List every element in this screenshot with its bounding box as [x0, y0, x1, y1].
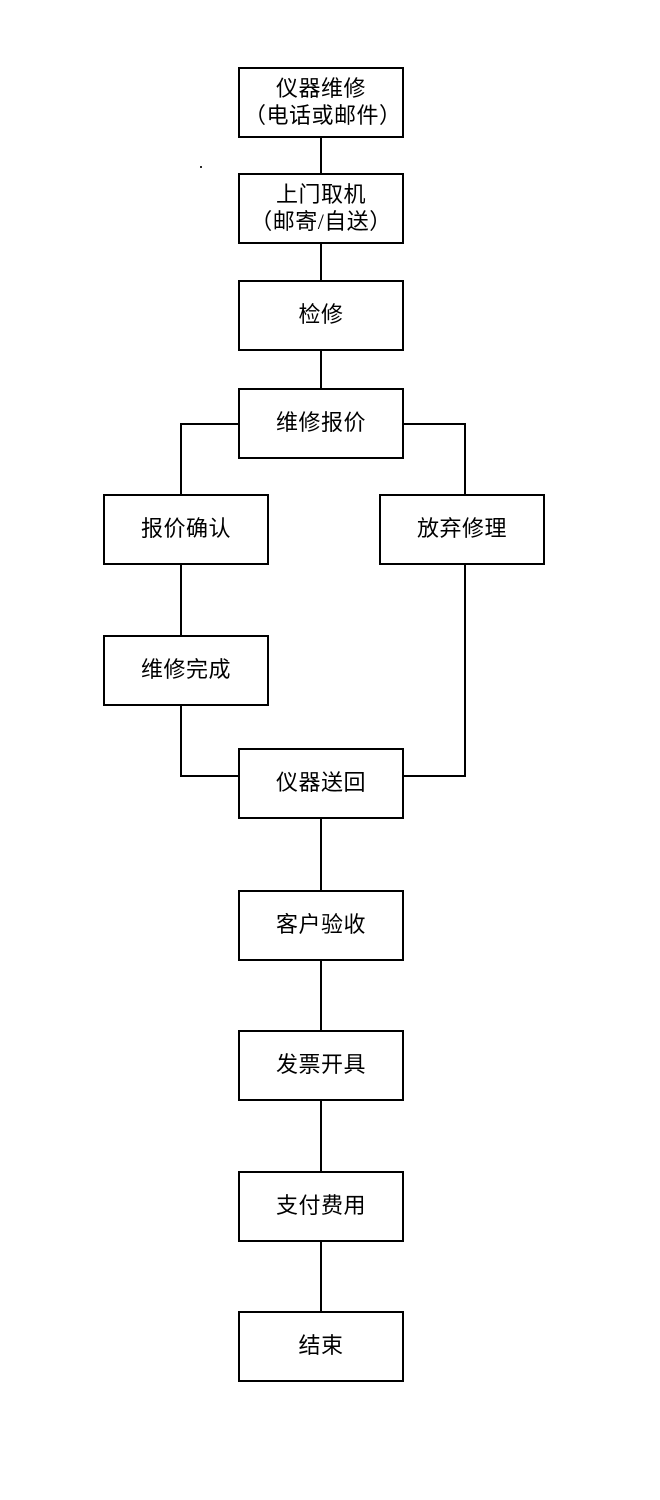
node-repair-request[interactable]: 仪器维修 （电话或邮件） — [238, 67, 404, 138]
artifact-speck — [200, 166, 202, 168]
node-invoice-label: 发票开具 — [275, 1052, 366, 1078]
connector-invoice-to-payment — [320, 1100, 322, 1172]
connector-quote-to-abandon-horizontal — [402, 423, 466, 425]
node-instrument-return-label: 仪器送回 — [275, 770, 366, 796]
node-inspection[interactable]: 检修 — [238, 280, 404, 351]
node-abandon-repair[interactable]: 放弃修理 — [379, 494, 545, 565]
node-pickup-label: 上门取机 （邮寄/自送） — [250, 181, 392, 234]
connector-acceptance-to-invoice — [320, 960, 322, 1031]
connector-confirm-to-repair-done — [180, 564, 182, 636]
connector-pickup-to-inspection — [320, 243, 322, 281]
node-customer-acceptance[interactable]: 客户验收 — [238, 890, 404, 961]
connector-quote-to-abandon-vertical — [464, 423, 466, 495]
node-repair-done-label: 维修完成 — [140, 657, 231, 683]
node-quote[interactable]: 维修报价 — [238, 388, 404, 459]
node-payment[interactable]: 支付费用 — [238, 1171, 404, 1242]
node-pickup[interactable]: 上门取机 （邮寄/自送） — [238, 173, 404, 244]
node-quote-label: 维修报价 — [275, 410, 366, 436]
connector-request-to-pickup — [320, 137, 322, 174]
connector-return-to-acceptance — [320, 818, 322, 891]
node-quote-confirm-label: 报价确认 — [140, 516, 231, 542]
connector-abandon-to-return-vertical — [464, 564, 466, 776]
node-abandon-repair-label: 放弃修理 — [416, 516, 507, 542]
node-inspection-label: 检修 — [298, 302, 344, 328]
connector-inspection-to-quote — [320, 350, 322, 389]
connector-payment-to-end — [320, 1241, 322, 1312]
connector-quote-to-confirm-horizontal — [180, 423, 240, 425]
connector-quote-to-confirm-vertical — [180, 423, 182, 495]
node-end[interactable]: 结束 — [238, 1311, 404, 1382]
node-end-label: 结束 — [298, 1333, 344, 1359]
node-quote-confirm[interactable]: 报价确认 — [103, 494, 269, 565]
connector-repair-done-to-return-vertical — [180, 705, 182, 776]
node-invoice[interactable]: 发票开具 — [238, 1030, 404, 1101]
node-repair-request-label: 仪器维修 （电话或邮件） — [244, 75, 402, 128]
node-repair-done[interactable]: 维修完成 — [103, 635, 269, 706]
connector-repair-done-to-return-horizontal — [180, 775, 240, 777]
connector-abandon-to-return-horizontal — [402, 775, 466, 777]
node-instrument-return[interactable]: 仪器送回 — [238, 748, 404, 819]
node-payment-label: 支付费用 — [275, 1193, 366, 1219]
node-customer-acceptance-label: 客户验收 — [275, 912, 366, 938]
